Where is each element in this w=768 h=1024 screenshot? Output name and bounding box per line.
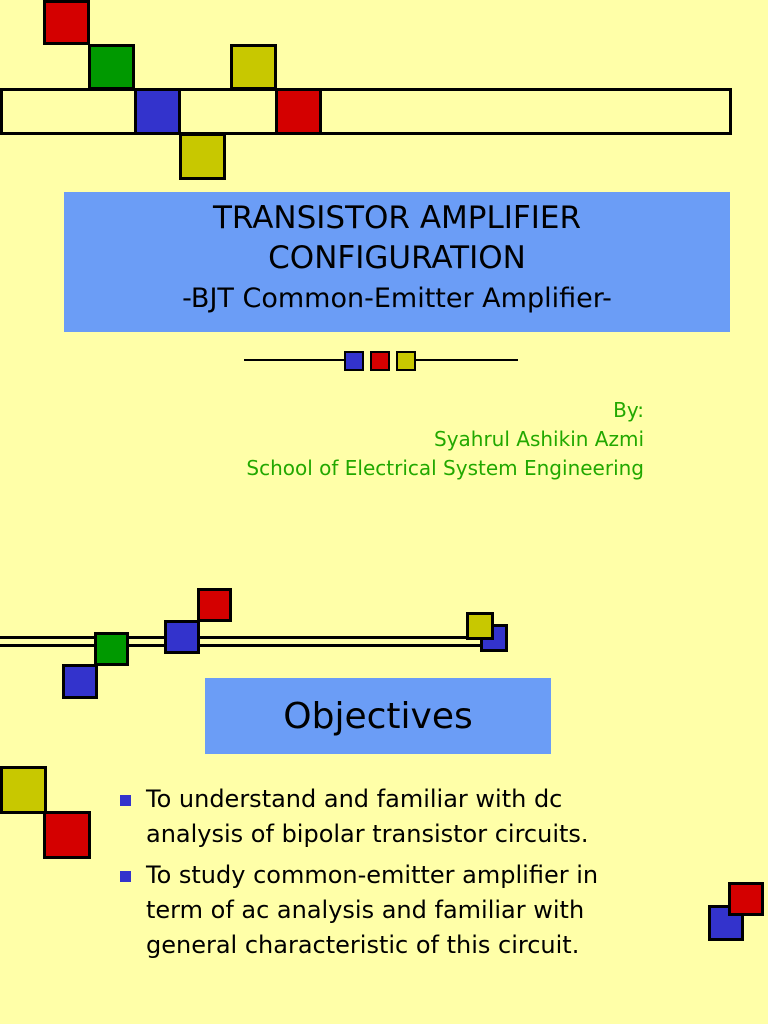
decor-square-blue [134,88,181,135]
by-label: By: [613,398,644,422]
objective-text: To study common-emitter amplifier in ter… [146,861,599,959]
divider-square-blue [344,351,364,371]
decor-square-red [275,88,322,135]
slide-subtitle: -BJT Common-Emitter Amplifier- [182,283,612,314]
slide-title-line2: CONFIGURATION [268,240,526,276]
decor-square-red [197,588,232,622]
author-name: Syahrul Ashikin Azmi [434,427,644,451]
bullet-square-icon [120,871,131,882]
rule-line-top [0,636,490,639]
rule-line-bottom [0,644,490,647]
bullet-square-icon [120,795,131,806]
decor-square-red [43,0,90,45]
header-bar [0,88,732,135]
divider-line-left [244,359,344,361]
decor-square-red [43,811,91,859]
divider-square-red [370,351,390,371]
decor-square-yellow [0,766,47,814]
decor-square-green [88,44,135,90]
decor-square-blue [62,664,98,699]
decor-square-blue [164,620,200,654]
title-slide: TRANSISTOR AMPLIFIER CONFIGURATION -BJT … [0,0,732,483]
decor-square-yellow [230,44,277,90]
objectives-heading: Objectives [283,695,473,737]
decor-square-yellow [466,612,494,640]
objectives-slide: Objectives To understand and familiar wi… [0,512,768,1024]
author-affiliation: School of Electrical System Engineering [246,456,644,480]
decor-square-yellow [179,133,226,180]
objectives-list: To understand and familiar with dc analy… [118,782,658,969]
list-item: To understand and familiar with dc analy… [118,782,658,852]
author-block: By: Syahrul Ashikin Azmi School of Elect… [246,396,644,483]
decor-square-red [728,882,764,916]
title-box: TRANSISTOR AMPLIFIER CONFIGURATION -BJT … [64,192,730,332]
slide-title-line1: TRANSISTOR AMPLIFIER [212,200,581,236]
decor-square-green [94,632,129,666]
divider-square-yellow [396,351,416,371]
divider-line-right [414,359,518,361]
list-item: To study common-emitter amplifier in ter… [118,858,658,963]
objective-text: To understand and familiar with dc analy… [146,785,589,848]
objectives-heading-box: Objectives [205,678,551,754]
